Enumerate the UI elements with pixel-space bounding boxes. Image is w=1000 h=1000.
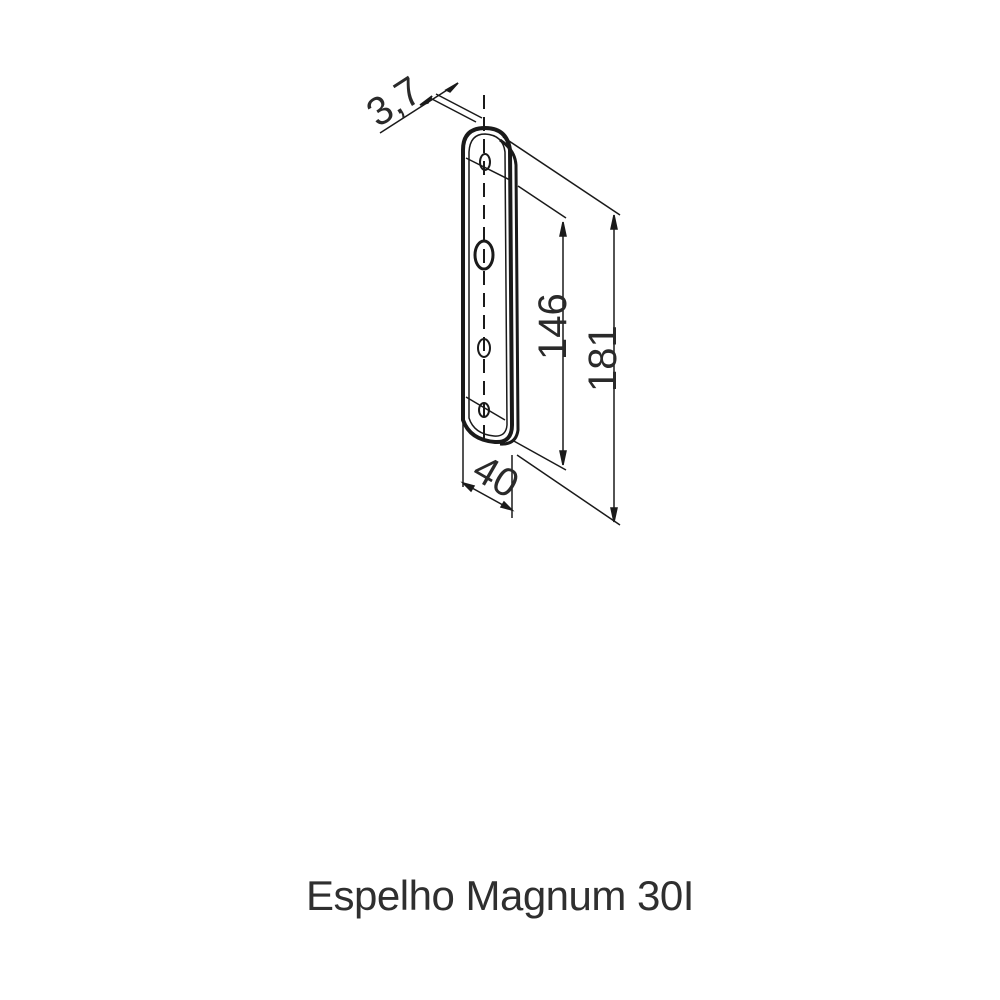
- dimension-width: [460, 418, 515, 518]
- dimension-thickness-label: 3,7: [359, 68, 430, 135]
- dimension-total-height-label: 181: [581, 325, 625, 392]
- dimension-hole-spacing-label: 146: [531, 293, 575, 360]
- dimension-total-height: [502, 136, 621, 526]
- dimension-thickness: [379, 82, 483, 134]
- escutcheon-plate: [461, 125, 520, 446]
- dimension-hole-spacing: [511, 185, 567, 471]
- product-caption: Espelho Magnum 30I: [306, 872, 694, 919]
